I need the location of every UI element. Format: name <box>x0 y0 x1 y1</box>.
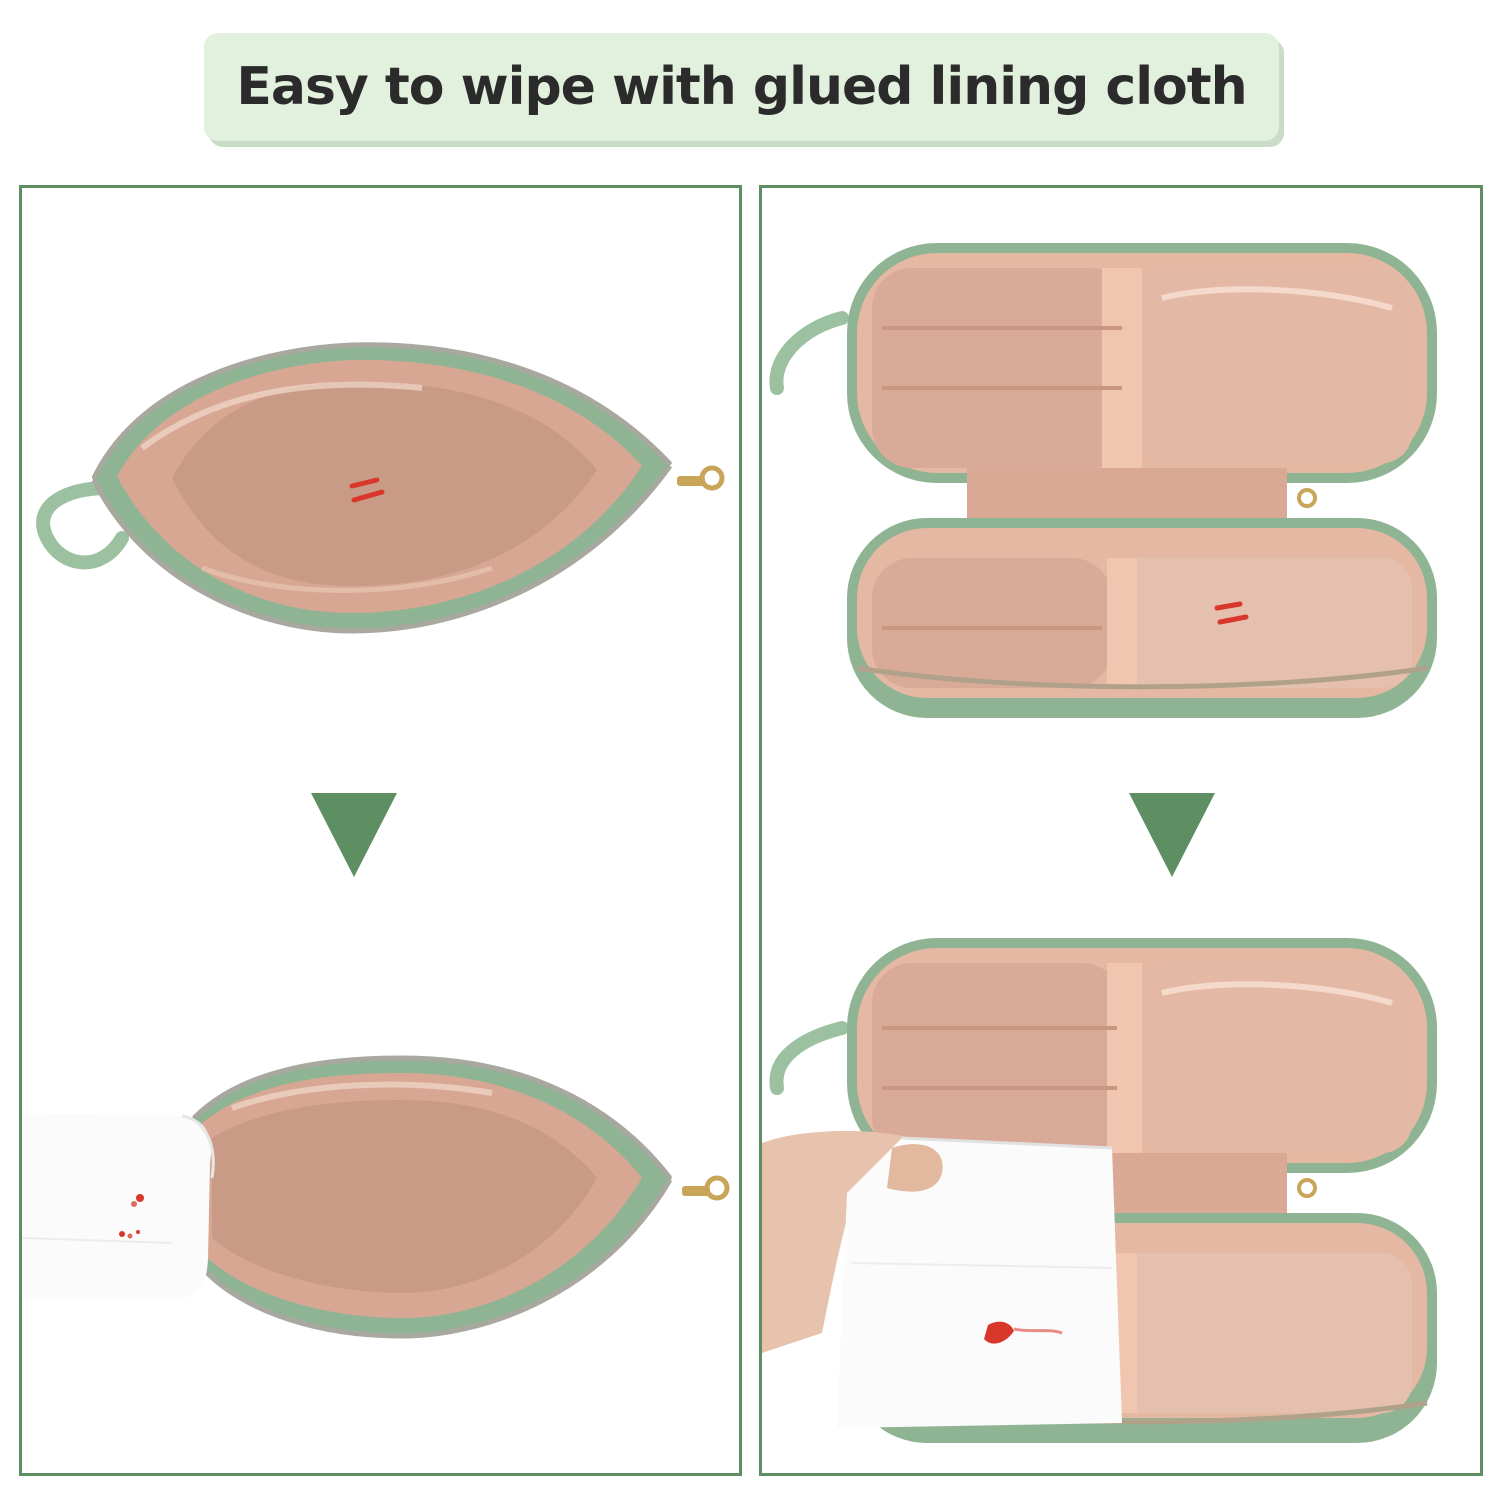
pouch-after-image <box>22 1055 730 1339</box>
case-before-image <box>769 243 1437 718</box>
banner-title: Easy to wipe with glued lining cloth <box>236 57 1247 117</box>
pouch-before-image <box>36 342 725 634</box>
case-after-image <box>762 938 1437 1443</box>
title-banner: Easy to wipe with glued lining cloth <box>204 33 1279 141</box>
down-triangle-icon <box>1129 793 1215 877</box>
left-pouch-panel <box>19 185 742 1476</box>
right-case-panel <box>759 185 1483 1476</box>
down-triangle-icon <box>311 793 397 877</box>
